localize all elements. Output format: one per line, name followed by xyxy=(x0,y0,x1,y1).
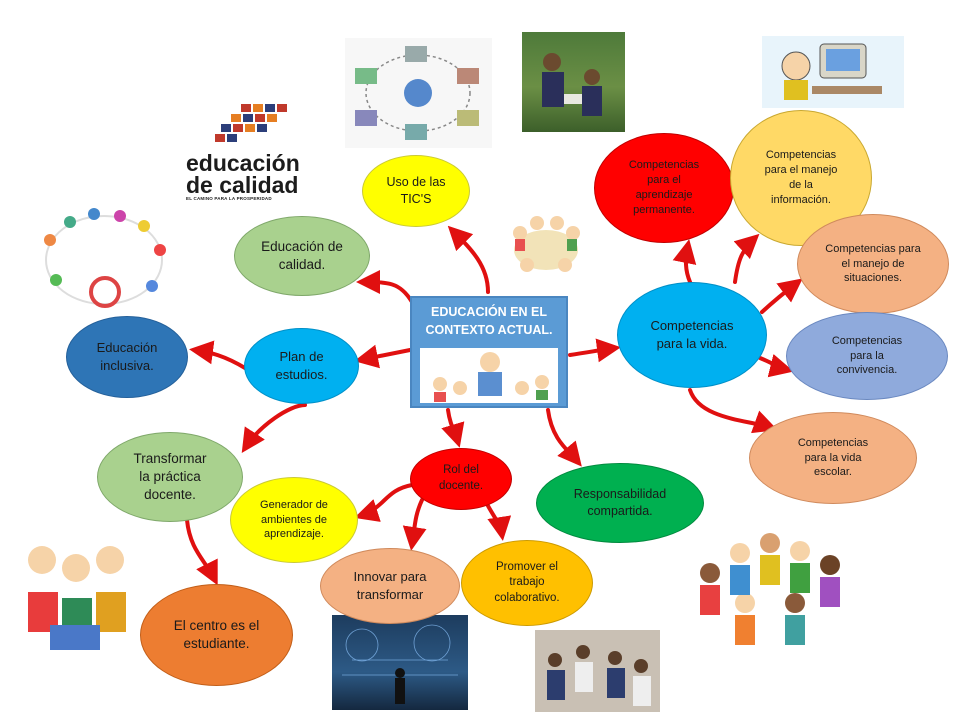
node-generador-ambientes-label: Generador de ambientes de aprendizaje. xyxy=(260,498,328,541)
node-plan-estudios: Plan de estudios. xyxy=(244,328,359,404)
node-educacion-inclusiva-label: Educación inclusiva. xyxy=(96,340,158,373)
arrow-plan-to-inclusiva xyxy=(189,340,247,370)
node-comp-situaciones-label: Competencias para el manejo de situacion… xyxy=(825,242,921,285)
node-competencias-vida: Competencias para la vida. xyxy=(617,282,767,388)
logo-line1: educación xyxy=(186,150,300,176)
node-uso-tics-label: Uso de las TIC'S xyxy=(386,175,446,206)
node-educacion-calidad-label: Educación de calidad. xyxy=(261,238,343,272)
arrow-plan-to-transformar xyxy=(241,403,307,454)
arrow-rol-to-generador xyxy=(354,483,414,522)
node-comp-aprendizaje-label: Competencias para el aprendizaje permane… xyxy=(628,159,700,216)
children-circle-cartoon xyxy=(505,205,587,280)
node-responsabilidad-label: Responsabilidad compartida. xyxy=(573,487,667,518)
arrow-to-rol xyxy=(441,408,465,448)
node-generador-ambientes: Generador de ambientes de aprendizaje. xyxy=(230,477,358,563)
node-educacion-inclusiva: Educación inclusiva. xyxy=(66,316,188,398)
arrow-to-comp-aprendizaje xyxy=(672,239,697,284)
tics-network-picture xyxy=(345,38,492,148)
node-comp-situaciones: Competencias para el manejo de situacion… xyxy=(797,214,949,314)
node-educacion-calidad: Educación de calidad. xyxy=(234,216,370,296)
arrow-rol-to-innovar xyxy=(402,498,427,551)
node-comp-convivencia: Competencias para la convivencia. xyxy=(786,312,948,400)
central-topic-title-line1: EDUCACIÓN EN EL xyxy=(431,305,547,319)
logo-tagline: EL CAMINO PARA LA PROSPERIDAD xyxy=(186,196,272,201)
node-responsabilidad: Responsabilidad compartida. xyxy=(536,463,704,543)
node-rol-docente-label: Rol del docente. xyxy=(438,464,484,492)
node-comp-vida-escolar-label: Competencias para la vida escolar. xyxy=(797,436,869,479)
arrow-to-comp-situaciones xyxy=(760,278,803,314)
arrow-to-competencias-vida xyxy=(568,338,621,363)
node-innovar: Innovar para transformar xyxy=(320,548,460,624)
business-tech-photo xyxy=(332,615,468,710)
node-rol-docente: Rol del docente. xyxy=(410,448,512,510)
arrow-to-responsabilidad xyxy=(546,408,582,467)
students-reading-photo xyxy=(522,32,625,132)
central-topic-box: EDUCACIÓN EN EL CONTEXTO ACTUAL. xyxy=(410,296,568,408)
logo-line2: de calidad xyxy=(186,172,299,198)
arrow-to-comp-vida-escolar xyxy=(688,388,778,434)
node-centro-estudiante-label: El centro es el estudiante. xyxy=(173,617,260,651)
node-innovar-label: Innovar para transformar xyxy=(353,569,427,602)
arrow-to-plan xyxy=(354,344,412,369)
arrow-transformar-to-centro xyxy=(185,518,218,586)
node-competencias-vida-label: Competencias para la vida. xyxy=(650,318,734,351)
node-comp-aprendizaje: Competencias para el aprendizaje permane… xyxy=(594,133,734,243)
teacher-kids-cartoon xyxy=(420,348,558,403)
diverse-kids-group-cartoon xyxy=(685,503,855,658)
node-comp-informacion-label: Competencias para el manejo de la inform… xyxy=(764,149,838,206)
central-topic-title-line2: CONTEXTO ACTUAL. xyxy=(425,323,553,338)
arrow-to-comp-informacion xyxy=(733,233,760,284)
inclusion-circle-picture xyxy=(30,200,178,322)
node-transformar-practica-label: Transformar la práctica docente. xyxy=(133,450,207,503)
node-transformar-practica: Transformar la práctica docente. xyxy=(97,432,243,522)
kids-reading-cartoon xyxy=(20,530,132,660)
educacion-de-calidad-logo: educación de calidad EL CAMINO PARA LA P… xyxy=(186,100,311,201)
node-plan-estudios-label: Plan de estudios. xyxy=(275,349,328,382)
node-centro-estudiante: El centro es el estudiante. xyxy=(140,584,293,686)
arrow-to-comp-convivencia xyxy=(758,353,794,378)
node-promover-trabajo-label: Promover el trabajo colaborativo. xyxy=(494,560,560,604)
arrow-to-calidad xyxy=(356,270,414,304)
node-comp-vida-escolar: Competencias para la vida escolar. xyxy=(749,412,917,504)
computer-kid-cartoon xyxy=(762,36,904,108)
node-promover-trabajo: Promover el trabajo colaborativo. xyxy=(461,540,593,626)
classroom-group-photo xyxy=(535,630,660,712)
logo-cubes-icon xyxy=(215,104,287,142)
node-uso-tics: Uso de las TIC'S xyxy=(362,155,470,227)
arrow-to-tics xyxy=(447,225,490,294)
node-comp-convivencia-label: Competencias para la convivencia. xyxy=(831,334,903,377)
